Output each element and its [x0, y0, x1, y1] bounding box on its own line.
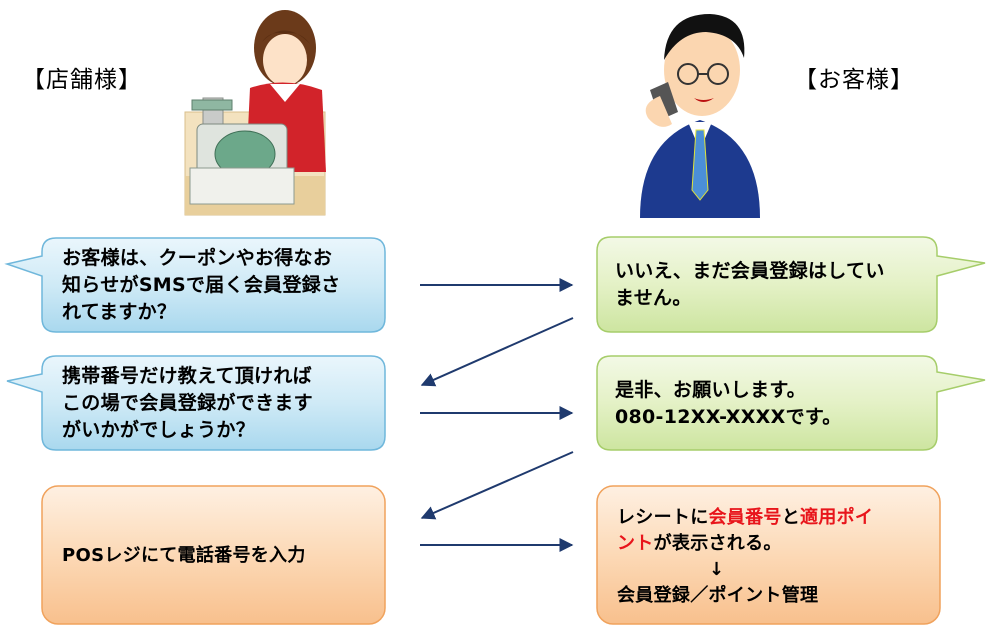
text-segment: レシートに	[617, 507, 709, 528]
customer-label: 【お客様】	[794, 67, 914, 93]
applied-points-highlight-cont: ント	[617, 533, 654, 554]
flow-arrow-2	[420, 317, 574, 387]
text-line: 080-12XX-XXXXです。	[615, 406, 842, 428]
text-line: 携帯番号だけ教えて頂ければ	[62, 365, 312, 387]
result-line-3: 会員登録／ポイント管理	[617, 585, 819, 606]
customer-result-box	[596, 485, 941, 625]
result-line-1: レシートに会員番号と適用ポイ	[617, 505, 935, 531]
store-bubble-1-text: お客様は、クーポンやお得なお 知らせがSMSで届く会員登録さ れてますか？	[62, 245, 377, 326]
text-line: がいかがでしょうか？	[62, 419, 256, 441]
store-bubble-1	[4, 237, 386, 333]
customer-bubble-2	[596, 355, 986, 451]
store-clerk-illustration	[184, 10, 326, 216]
text-line: お客様は、クーポンやお得なお	[62, 247, 333, 269]
store-action-box	[41, 485, 386, 625]
store-bubble-2-text: 携帯番号だけ教えて頂ければ この場で会員登録ができます がいかがでしょうか？	[62, 363, 377, 444]
result-line-2: ントが表示される。	[617, 531, 935, 557]
store-bubble-2	[6, 355, 386, 451]
text-line: 知らせがSMSで届く会員登録さ	[62, 274, 341, 296]
text-line: れてますか？	[62, 301, 177, 323]
customer-result-text: レシートに会員番号と適用ポイ ントが表示される。 ↓ 会員登録／ポイント管理	[617, 505, 935, 609]
customer-bubble-1	[596, 236, 986, 333]
text-line: 是非、お願いします。	[615, 379, 807, 401]
text-segment: と	[781, 507, 801, 528]
text-line: この場で会員登録ができます	[62, 392, 313, 414]
applied-points-highlight: 適用ポイ	[800, 507, 874, 528]
customer-phone-illustration	[640, 14, 760, 218]
text-line: ません。	[615, 287, 692, 309]
customer-bubble-2-text: 是非、お願いします。 080-12XX-XXXXです。	[615, 377, 930, 431]
store-action-text: POSレジにて電話番号を入力	[62, 545, 306, 566]
flow-arrow-4	[420, 451, 574, 520]
down-arrow-icon: ↓	[709, 559, 725, 580]
store-label: 【店舗様】	[22, 67, 142, 93]
customer-bubble-1-text: いいえ、まだ会員登録はしてい ません。	[615, 258, 930, 312]
member-number-highlight: 会員番号	[708, 507, 782, 528]
text-line: いいえ、まだ会員登録はしてい	[615, 260, 885, 282]
text-segment: が表示される。	[653, 533, 782, 554]
